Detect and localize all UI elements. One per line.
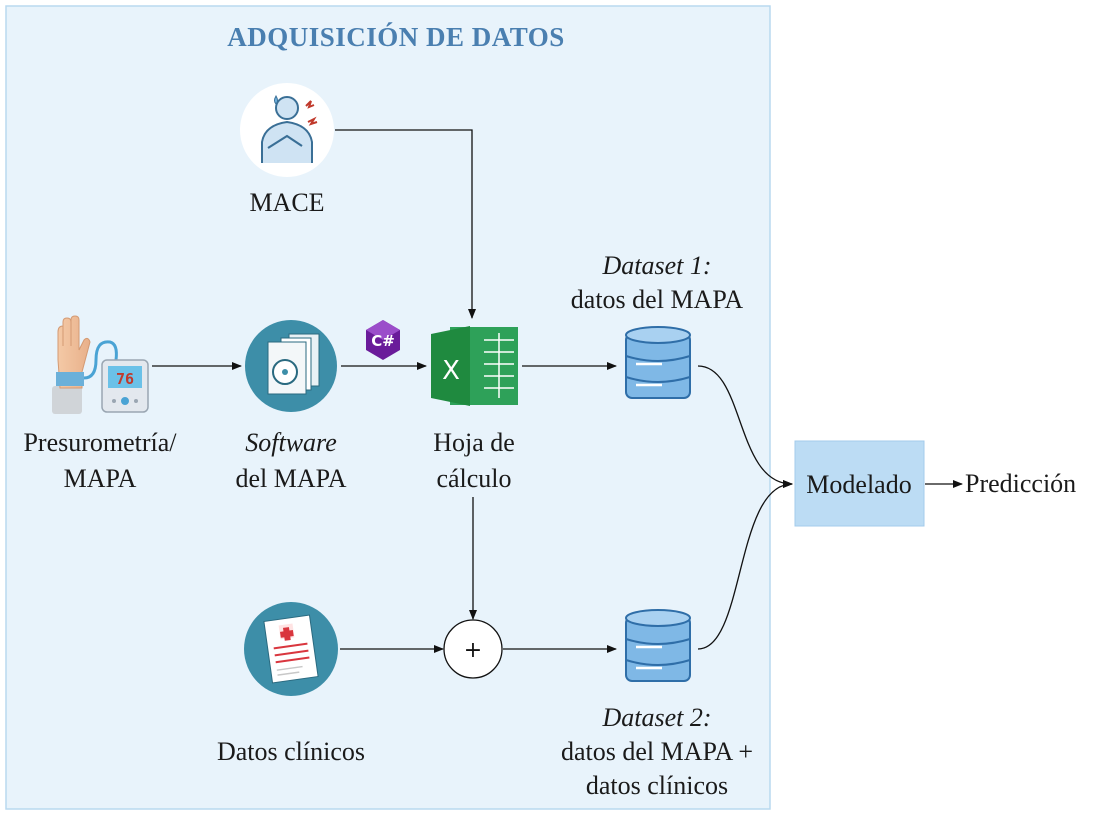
svg-text:C#: C#: [371, 332, 395, 350]
mace-label: MACE: [249, 188, 324, 217]
medical-report-icon: [244, 602, 338, 696]
arrow-mace-to-hoja: [335, 129, 476, 319]
software-label-1: Software: [245, 428, 336, 457]
svg-text:X: X: [442, 356, 460, 386]
presurometria-label-1: Presurometría/: [23, 428, 177, 457]
hoja-label-2: cálculo: [436, 464, 511, 493]
dataset1-name: Dataset 1:: [601, 251, 711, 280]
csharp-logo-icon: C#: [366, 320, 400, 360]
software-cd-icon: [245, 320, 337, 412]
prediccion-label: Predicción: [965, 469, 1076, 498]
excel-spreadsheet-icon: X: [431, 326, 518, 406]
blood-pressure-monitor-icon: 76: [52, 315, 149, 414]
dataset2-desc-1: datos del MAPA +: [561, 737, 753, 766]
combine-node: +: [443, 619, 503, 679]
plus-symbol: +: [464, 638, 482, 663]
modelado-box: [794, 440, 925, 527]
panel-title: ADQUISICIÓN DE DATOS: [227, 22, 565, 52]
person-chest-pain-icon: [240, 83, 334, 177]
software-label-2: del MAPA: [235, 464, 346, 493]
arrow-dataset1-to-modelado: [697, 365, 793, 488]
database-icon: [625, 609, 691, 682]
presurometria-label-2: MAPA: [64, 464, 137, 493]
datos-clinicos-label: Datos clínicos: [217, 737, 365, 766]
dataset2-desc-2: datos clínicos: [586, 771, 728, 800]
dataset2-name: Dataset 2:: [601, 703, 711, 732]
modelado-label: Modelado: [806, 470, 911, 499]
arrow-dataset2-to-modelado: [697, 480, 793, 650]
dataset1-desc: datos del MAPA: [571, 285, 744, 314]
hoja-label-1: Hoja de: [433, 428, 515, 457]
monitor-reading: 76: [116, 370, 134, 388]
database-icon: [625, 326, 691, 399]
